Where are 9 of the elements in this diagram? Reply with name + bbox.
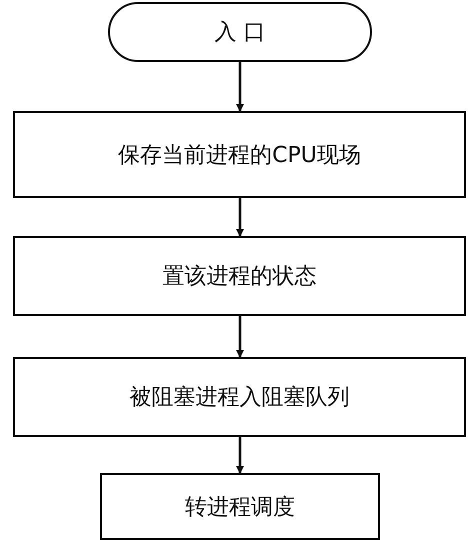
terminal-shape: 入 口 (108, 2, 372, 62)
process-box: 保存当前进程的CPU现场 (13, 111, 466, 198)
arrow (236, 198, 244, 237)
arrow (236, 437, 244, 474)
arrow (236, 62, 244, 112)
process-box: 被阻塞进程入阻塞队列 (13, 357, 466, 437)
arrow (236, 316, 244, 358)
process-box: 转进程调度 (100, 473, 380, 540)
process-box: 置该进程的状态 (13, 236, 466, 316)
